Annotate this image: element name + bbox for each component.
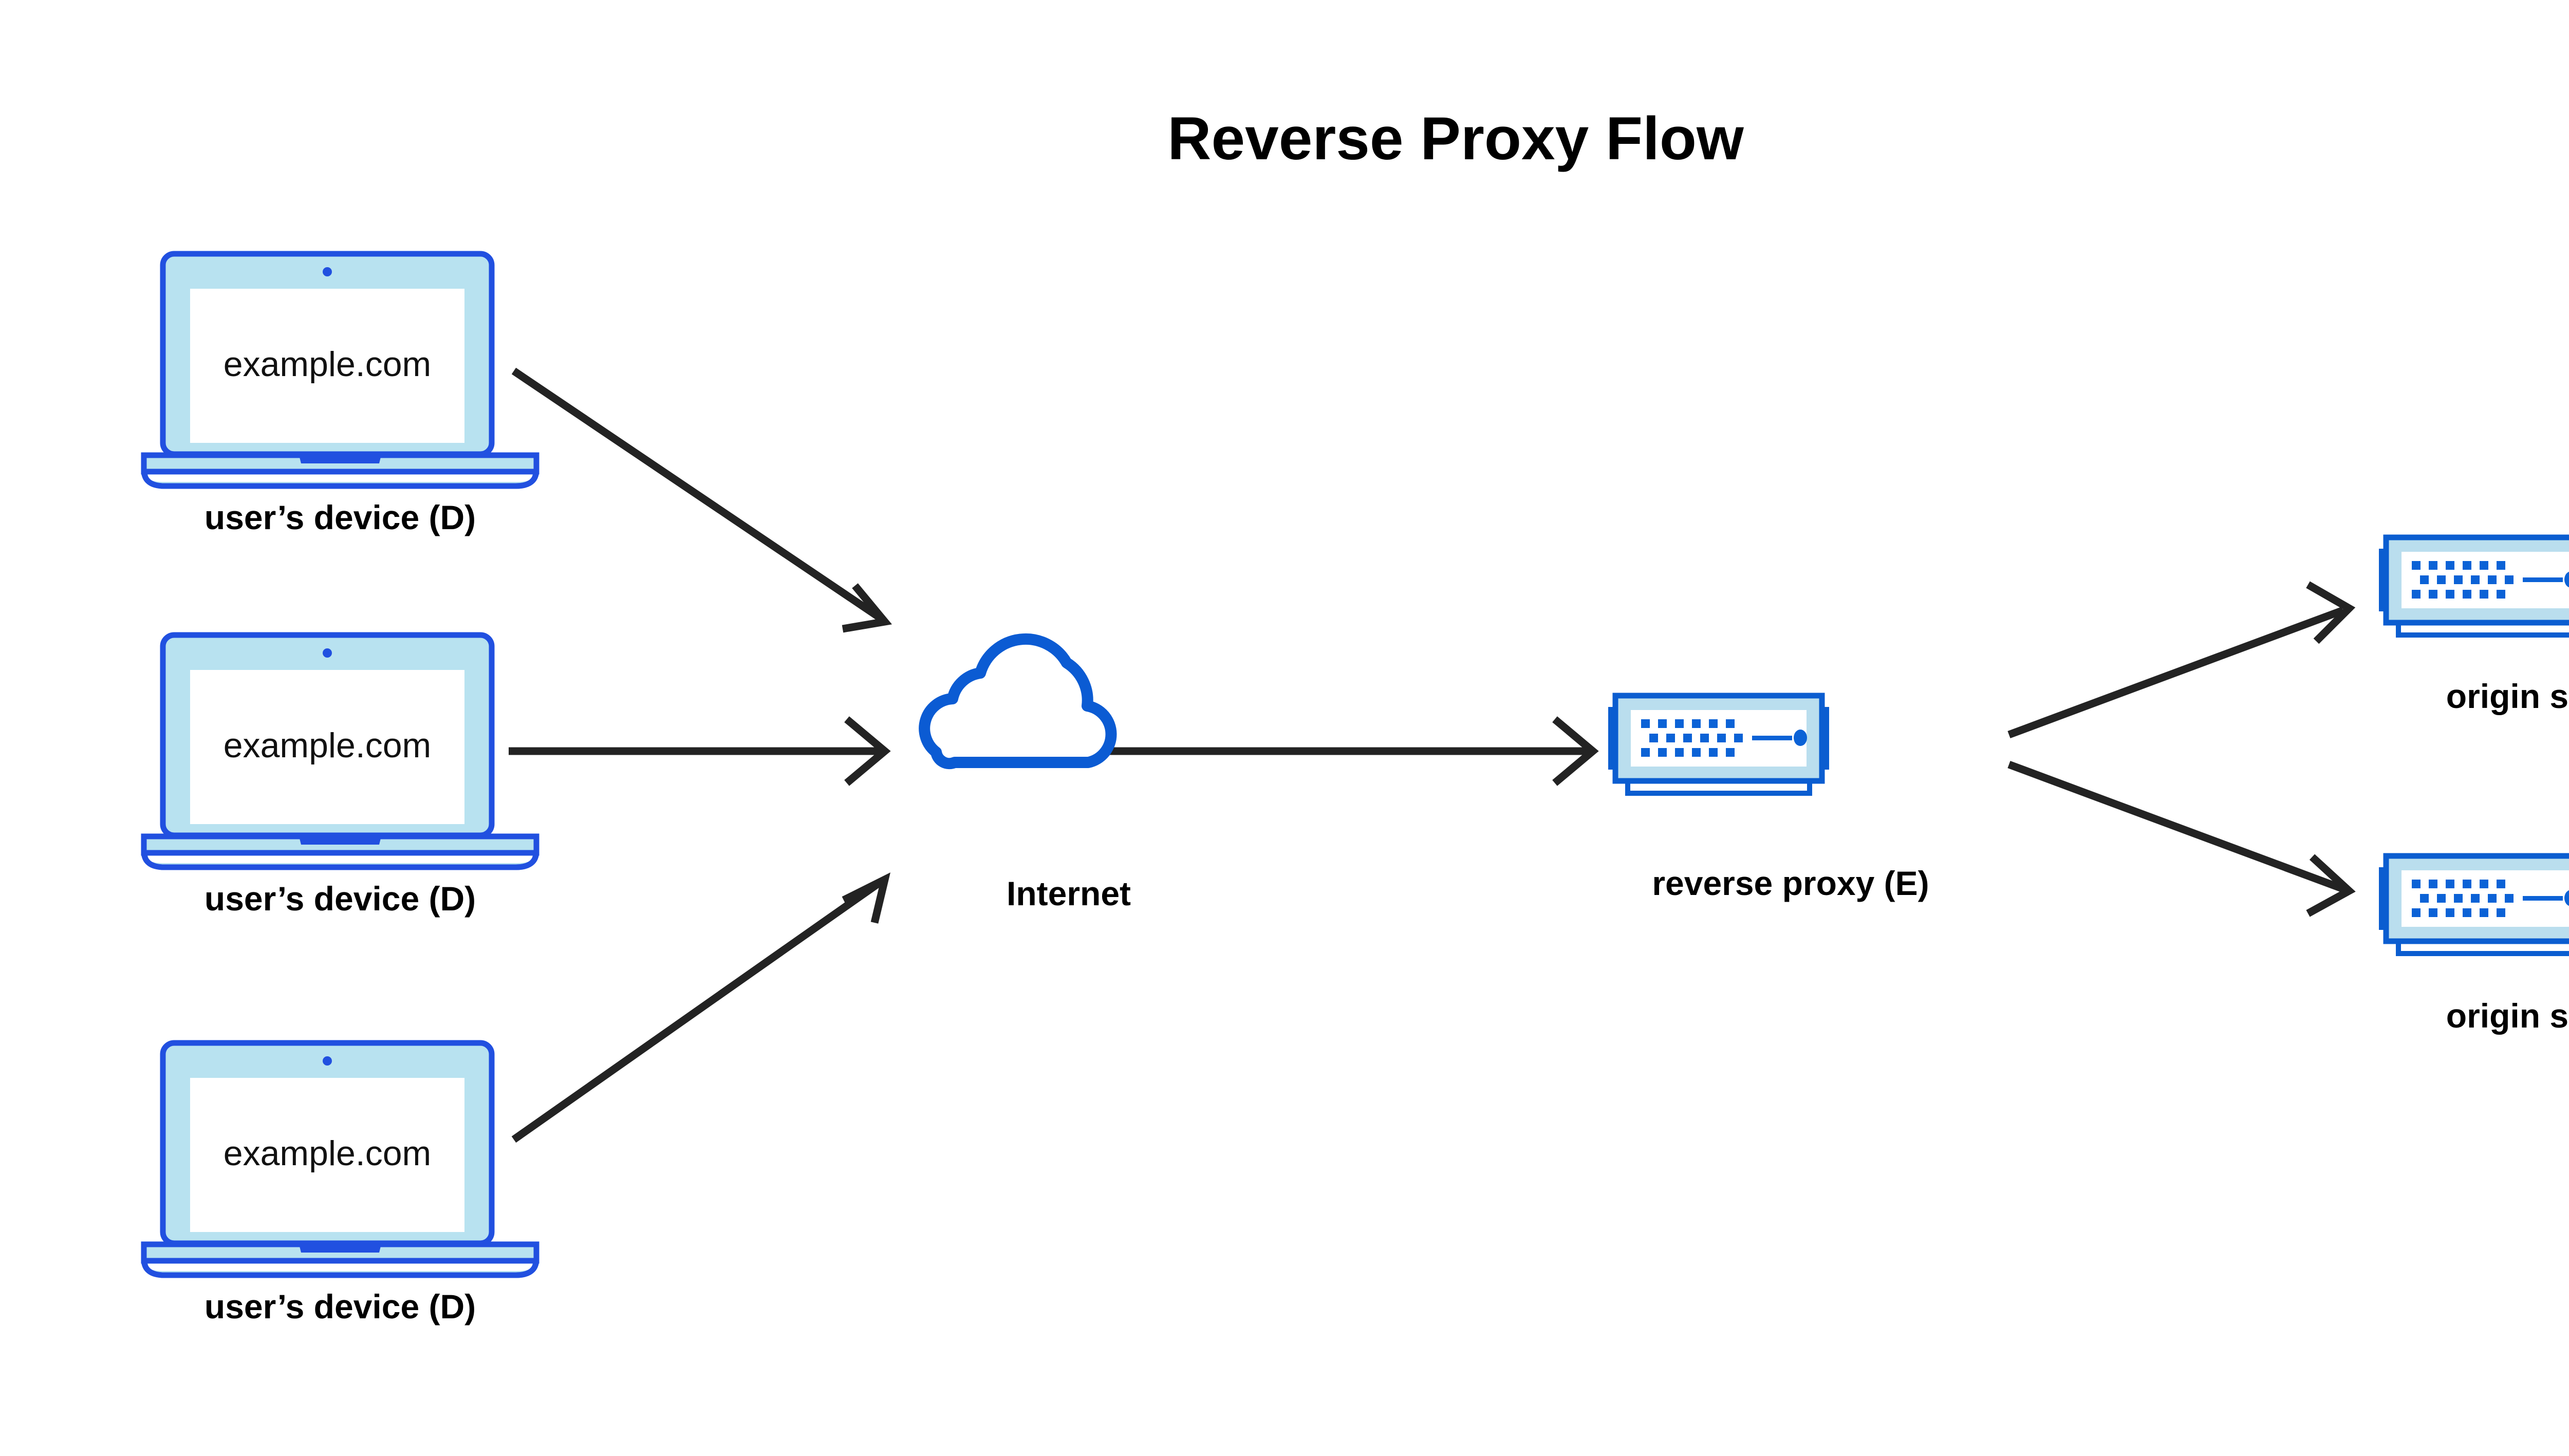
server-icon <box>2379 856 2569 954</box>
origin-server-node-top[interactable]: origin server (F) <box>2379 537 2569 715</box>
reverse-proxy-label: reverse proxy (E) <box>1652 864 1929 902</box>
page-title: Reverse Proxy Flow <box>1167 105 1744 173</box>
origin-server-label-top: origin server (F) <box>2446 677 2569 715</box>
client-node-top[interactable]: example.com user’s device (D) <box>144 254 536 536</box>
edge-client-bottom-to-internet <box>511 872 891 1143</box>
client-label-bottom: user’s device (D) <box>204 1287 476 1326</box>
cloud-icon <box>924 639 1111 763</box>
origin-server-label-bottom: origin server (F) <box>2446 997 2569 1035</box>
client-label-middle: user’s device (D) <box>204 880 476 918</box>
reverse-proxy-node[interactable]: reverse proxy (E) <box>1608 696 1929 902</box>
laptop-screen-url: example.com <box>224 726 431 765</box>
origin-server-node-bottom[interactable]: origin server (F) <box>2379 856 2569 1035</box>
client-node-middle[interactable]: example.com user’s device (D) <box>144 635 536 918</box>
edge-proxy-to-origin-top <box>2007 581 2356 739</box>
internet-node[interactable]: Internet <box>924 639 1131 912</box>
internet-label: Internet <box>1007 874 1131 912</box>
client-label-top: user’s device (D) <box>204 498 476 536</box>
edge-client-top-to-internet <box>511 367 892 633</box>
server-icon <box>1608 696 1829 793</box>
client-node-bottom[interactable]: example.com user’s device (D) <box>144 1043 536 1326</box>
server-icon <box>2379 537 2569 635</box>
laptop-screen-url: example.com <box>224 345 431 384</box>
edge-proxy-to-origin-bottom <box>2007 760 2356 917</box>
edges-layer <box>509 367 2356 1143</box>
edge-internet-to-proxy <box>1079 716 1599 786</box>
edge-client-middle-to-internet <box>509 716 891 786</box>
laptop-screen-url: example.com <box>224 1134 431 1173</box>
